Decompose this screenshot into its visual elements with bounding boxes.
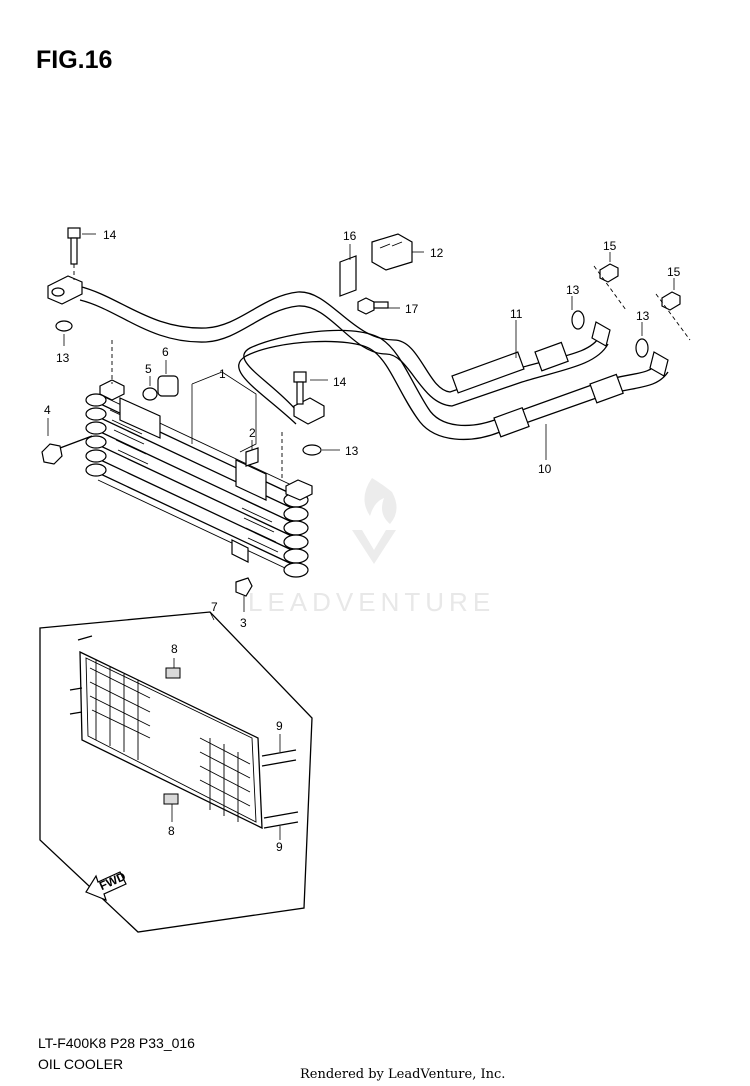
oil-hose-11 <box>77 285 609 407</box>
watermark-text: LEADVENTURE <box>248 587 495 617</box>
callout-9-lower: 9 <box>276 840 283 854</box>
bolt-14-upper <box>67 227 81 280</box>
callout-15-upper: 15 <box>603 239 617 253</box>
callout-10: 10 <box>538 462 552 476</box>
callout-15-lower: 15 <box>667 265 681 279</box>
clip-2 <box>245 447 259 467</box>
collar-5 <box>142 387 158 401</box>
callout-13-left: 13 <box>56 351 70 365</box>
forward-direction-arrow: FWD <box>85 869 128 902</box>
callout-5: 5 <box>145 362 152 376</box>
hose-fittings <box>47 275 669 425</box>
bolt-14-lower <box>293 371 307 405</box>
oil-hose-10 <box>238 329 669 441</box>
oil-cooler-core <box>85 379 313 578</box>
cooler-guard-7 <box>39 611 313 933</box>
diagram-caption: OIL COOLER <box>38 1056 124 1072</box>
callout-4: 4 <box>44 403 51 417</box>
callout-12: 12 <box>430 246 444 260</box>
grommet-6 <box>157 375 179 397</box>
callout-11: 11 <box>510 307 523 321</box>
callout-13-right-upper: 13 <box>566 283 580 297</box>
callout-3: 3 <box>240 616 247 630</box>
callout-7: 7 <box>211 600 218 614</box>
callout-8-upper: 8 <box>171 642 178 656</box>
damper-12 <box>371 233 413 271</box>
bracket-16 <box>339 255 357 297</box>
bolts-15 <box>593 263 691 341</box>
rendered-by-credit: Rendered by LeadVenture, Inc. <box>300 1067 506 1082</box>
callout-2: 2 <box>249 426 256 440</box>
callout-13-middle: 13 <box>345 444 359 458</box>
callout-17: 17 <box>405 302 419 316</box>
o-rings-13 <box>55 310 649 456</box>
callout-13-right-lower: 13 <box>636 309 650 323</box>
callout-14-upper: 14 <box>103 228 117 242</box>
leadventure-watermark: LEADVENTURE <box>248 478 495 617</box>
callout-16: 16 <box>343 229 357 243</box>
clip-3 <box>235 577 253 597</box>
callout-9-upper: 9 <box>276 719 283 733</box>
callout-14-lower: 14 <box>333 375 347 389</box>
callout-1: 1 <box>219 367 226 381</box>
bolt-4 <box>41 435 93 465</box>
callout-6: 6 <box>162 345 169 359</box>
bolt-17 <box>357 297 389 315</box>
figure-title: FIG.16 <box>36 46 113 74</box>
callout-8-lower: 8 <box>168 824 175 838</box>
diagram-code: LT-F400K8 P28 P33_016 <box>38 1035 195 1051</box>
